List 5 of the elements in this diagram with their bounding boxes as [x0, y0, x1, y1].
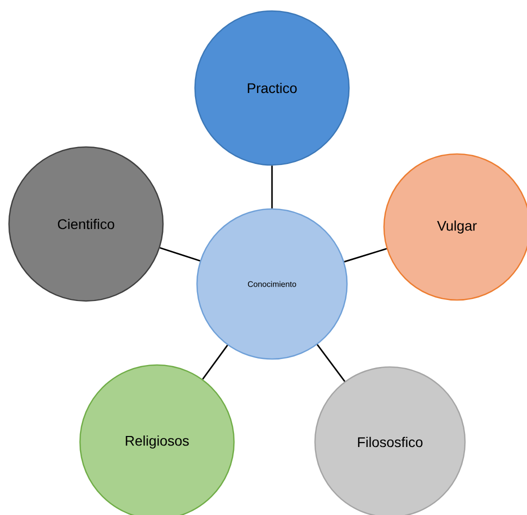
- connector-line: [344, 248, 387, 262]
- connector-line: [202, 344, 228, 380]
- connector-line: [316, 344, 346, 382]
- connector-line: [271, 166, 273, 208]
- connector-line: [160, 247, 200, 262]
